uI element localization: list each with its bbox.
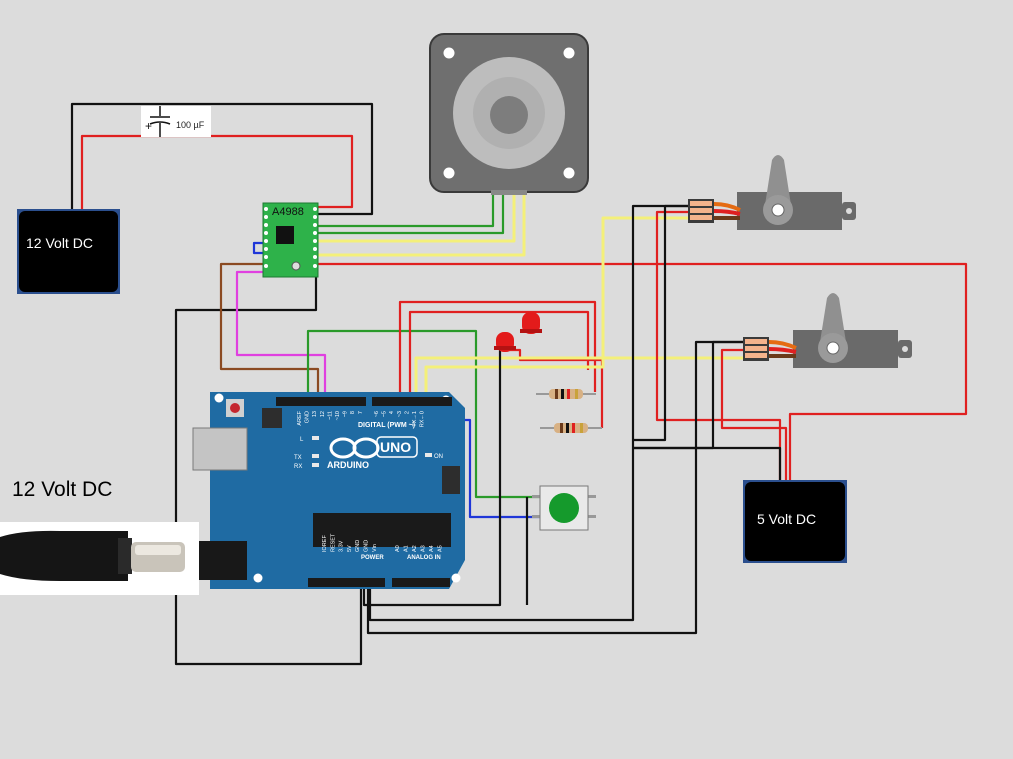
wire-red-servo-2 xyxy=(720,348,788,480)
pin-label-top-b-3: ~3 xyxy=(397,411,403,417)
arduino-model: UNO xyxy=(380,439,411,455)
wire-red-driver-to-5v xyxy=(316,262,968,480)
dc-jack xyxy=(0,522,199,595)
power-supply-12v-left xyxy=(17,209,120,294)
pin-label-power-3: 5V xyxy=(347,545,353,552)
wire-yellow-coil-2 xyxy=(316,192,526,257)
pin-label-power-4: GND xyxy=(355,540,361,552)
wire-red-servo-1 xyxy=(655,210,782,480)
wire-black-servo-1 xyxy=(368,204,690,622)
wire-black-led-gnd xyxy=(362,350,502,607)
stepper-driver-a4988 xyxy=(262,202,319,278)
psu-right-label: 5 Volt DC xyxy=(757,511,817,527)
wire-yellow-coil-1 xyxy=(316,192,516,243)
pin-label-top-8: 7 xyxy=(358,411,364,414)
capacitor-plus: + xyxy=(145,119,153,133)
wire-black-servo-1b xyxy=(633,204,690,442)
wire-green-coil-2 xyxy=(316,192,505,235)
wire-red-psu-left xyxy=(80,134,354,212)
wire-blue-driver-loop xyxy=(252,241,264,255)
pin-label-top-4: ~11 xyxy=(327,411,333,420)
pin-label-analog-4: A4 xyxy=(429,545,435,552)
wire-yellow-servo-1 xyxy=(414,216,690,400)
pin-label-power-0: IOREF xyxy=(322,535,328,552)
pin-label-top-5: ~10 xyxy=(335,411,341,420)
pin-label-power-2: 3.3V xyxy=(339,540,345,552)
pin-label-analog-2: A2 xyxy=(412,545,418,552)
wire-black-driver-gnd xyxy=(174,271,363,666)
push-button xyxy=(532,485,596,531)
pin-label-power-1: RESET xyxy=(330,533,336,552)
psu-left-label: 12 Volt DC xyxy=(26,235,93,251)
pin-label-top-b-1: ~5 xyxy=(382,411,388,417)
pin-label-top-b-5: TX→1 xyxy=(412,411,418,427)
arduino-led-label-l: L xyxy=(300,437,304,443)
pin-label-top-7: 8 xyxy=(350,411,356,414)
wire-red-led-2 xyxy=(408,310,590,400)
arduino-digital-header: DIGITAL (PWM ~) xyxy=(358,422,415,429)
pin-label-top-b-2: 4 xyxy=(389,411,395,414)
wire-green-coil-1 xyxy=(316,192,495,228)
red-led-1 xyxy=(494,332,516,352)
pin-label-top-1: GND xyxy=(305,411,311,423)
stepper-motor xyxy=(429,33,589,195)
wire-black-5v-gnd xyxy=(633,446,782,480)
arduino-power-header: POWER xyxy=(361,555,384,561)
pin-label-analog-0: A0 xyxy=(395,545,401,552)
resistor-1 xyxy=(536,389,596,399)
pin-label-analog-1: A1 xyxy=(404,545,410,552)
wire-green-button xyxy=(306,329,540,499)
pin-label-analog-3: A3 xyxy=(421,545,427,552)
pin-label-top-0: AREF xyxy=(297,410,303,425)
arduino-uno-board xyxy=(192,392,465,589)
pin-label-top-b-6: RX←0 xyxy=(420,411,426,427)
capacitor-label: 100 µF xyxy=(176,120,205,130)
wire-magenta-step xyxy=(235,270,327,400)
arduino-led-label-tx: TX xyxy=(294,455,302,461)
servo-motor-2 xyxy=(743,293,912,368)
wire-red-led-1 xyxy=(398,300,597,400)
pin-label-power-6: Vin xyxy=(372,544,378,552)
wires xyxy=(70,102,968,666)
power-supply-5v-right xyxy=(743,480,847,563)
pin-label-top-3: 12 xyxy=(320,411,326,417)
pin-label-top-b-0: ~6 xyxy=(374,411,380,417)
dc-jack-label: 12 Volt DC xyxy=(12,478,113,501)
pin-label-top-b-4: 2 xyxy=(404,411,410,414)
wire-brown-dir xyxy=(219,262,320,400)
servo-motor-1 xyxy=(688,155,856,230)
wire-black-psu-left xyxy=(70,102,374,216)
red-led-2 xyxy=(520,312,542,334)
driver-label: A4988 xyxy=(272,206,304,218)
arduino-led-label-rx: RX xyxy=(294,464,302,470)
pin-label-top-6: ~9 xyxy=(343,411,349,417)
pin-label-power-5: GND xyxy=(364,540,370,552)
pin-label-top-2: 13 xyxy=(312,411,318,417)
pin-label-analog-5: A5 xyxy=(438,545,444,552)
capacitor-100uf xyxy=(141,106,211,137)
arduino-led-label-on: ON xyxy=(434,454,443,460)
arduino-analog-header: ANALOG IN xyxy=(407,555,441,561)
arduino-brand: ARDUINO xyxy=(327,460,369,470)
resistor-2 xyxy=(540,423,602,433)
wire-yellow-servo-2 xyxy=(424,356,745,400)
